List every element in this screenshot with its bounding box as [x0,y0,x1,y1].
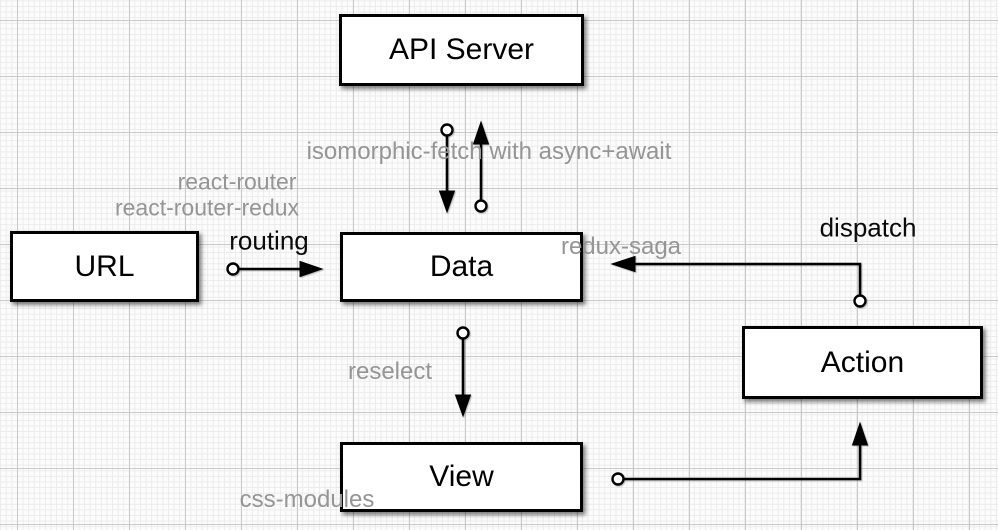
connector-origin-dot [853,294,867,308]
label-isomorphic-fetch: isomorphic-fetch with async+await [306,138,672,165]
label-routing: routing [229,225,309,256]
label-redux-saga: redux-saga [560,233,682,260]
node-data-label: Data [429,250,494,283]
arrow-url-to-data [226,260,324,278]
node-url: URL [10,231,199,302]
label-css-modules: css-modules [239,486,375,513]
label-react-router: react-router [177,168,297,195]
connector-origin-dot [474,199,488,213]
connector-origin-dot [611,472,625,486]
arrow-data-to-view [454,326,472,418]
node-api-server-label: API Server [388,33,535,66]
node-action-label: Action [820,345,905,379]
label-react-router-redux: react-router-redux [114,194,300,221]
arrowhead-up [472,120,490,145]
connector-origin-dot [456,326,470,340]
node-api-server: API Server [339,14,584,86]
arrowhead-right [299,260,324,278]
label-reselect: reselect [347,358,433,385]
connector-origin-dot [440,123,454,137]
connector-origin-dot [226,262,240,276]
arrowhead-left [610,255,636,273]
arrow-api-server-to-data [438,123,456,214]
node-view-label: View [429,460,494,493]
arrow-view-to-action [611,421,869,486]
arrowhead-up [851,421,869,446]
node-action: Action [742,326,983,399]
node-data: Data [340,232,583,302]
arrowhead-down [438,190,456,214]
label-dispatch: dispatch [819,212,917,243]
node-url-label: URL [74,249,135,283]
arrow-action-to-data [610,255,867,308]
arrowhead-down [454,394,472,418]
arrow-data-to-api-server [472,120,490,213]
node-view: View [340,442,583,512]
